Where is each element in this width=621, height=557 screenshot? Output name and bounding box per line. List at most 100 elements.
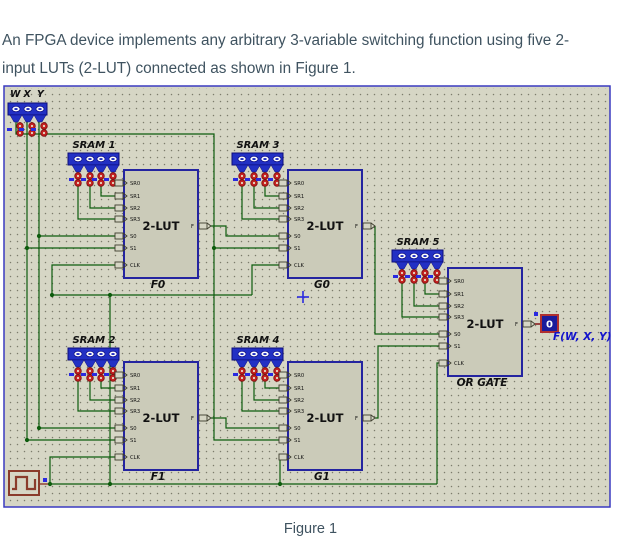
sram-strip-OR: SRAM 5 (391, 237, 444, 284)
arrow-icon (446, 302, 452, 310)
net-G1-out (375, 345, 440, 419)
sram-label: SRAM 3 (236, 140, 279, 151)
arrow-icon (286, 453, 292, 461)
arrow-icon (122, 261, 128, 269)
sram-strip-F1: SRAM 2 (67, 335, 120, 382)
pin-label: SR3 (454, 315, 464, 321)
pin-label: SR1 (130, 194, 140, 200)
pin-marker (81, 373, 86, 376)
input-terminal-S0 (278, 424, 288, 432)
input-terminal-SR3 (114, 407, 124, 415)
pin-label: SR2 (294, 206, 304, 212)
input-terminal-SR1 (114, 384, 124, 392)
output-terminal (522, 320, 532, 328)
sram-wire (241, 183, 280, 220)
pin-label: SR3 (294, 409, 304, 415)
arrow-icon (122, 453, 128, 461)
arrow-icon (286, 179, 292, 187)
arrow-icon (122, 204, 128, 212)
output-pin-label: F (191, 416, 194, 422)
pin-label: S1 (294, 438, 301, 444)
sram-wire (89, 378, 116, 401)
input-label-Y: Y (37, 89, 45, 100)
arrow-icon (122, 244, 128, 252)
input-terminal-S1 (278, 244, 288, 252)
arrow-icon (286, 436, 292, 444)
arrow-icon (286, 384, 292, 392)
input-terminal-SR0 (438, 277, 448, 285)
arrow-icon (286, 204, 292, 212)
sram-strip-G0: SRAM 3 (231, 140, 284, 187)
arrow-icon (370, 414, 376, 422)
sram-label: SRAM 4 (236, 335, 279, 346)
probe-value: 0 (546, 320, 553, 331)
pin-label: SR1 (130, 386, 140, 392)
pin-label: SR3 (294, 217, 304, 223)
sram-label: SRAM 5 (396, 237, 439, 248)
junction-dot (107, 481, 113, 487)
input-terminal-CLK (114, 261, 124, 269)
arrow-icon (286, 232, 292, 240)
pin-marker (268, 178, 273, 181)
pin-label: SR2 (294, 398, 304, 404)
input-label-X: X (23, 89, 32, 100)
arrow-icon (122, 407, 128, 415)
output-terminal (198, 414, 208, 422)
pin-marker (256, 373, 261, 376)
input-terminal-SR2 (278, 396, 288, 404)
pin-label: SR3 (130, 409, 140, 415)
pin-marker (69, 373, 74, 376)
output-terminal (362, 414, 372, 422)
wire-net (15, 122, 440, 487)
arrow-icon (370, 222, 376, 230)
input-terminal-S1 (114, 244, 124, 252)
arrow-icon (122, 384, 128, 392)
arrow-icon (286, 424, 292, 432)
input-terminal-SR1 (438, 290, 448, 298)
pin-marker (92, 373, 97, 376)
block-title: 2-LUT (467, 317, 504, 331)
arrow-icon (206, 222, 212, 230)
input-terminal-SR3 (278, 407, 288, 415)
pin-marker (268, 373, 273, 376)
pin-marker (81, 178, 86, 181)
wxy-strip (7, 102, 48, 137)
output-pin-label: F (515, 322, 518, 328)
net-W (15, 122, 280, 441)
input-terminal-S1 (114, 436, 124, 444)
input-terminal-SR0 (278, 371, 288, 379)
pin-label: SR1 (454, 292, 464, 298)
junction-dot (47, 481, 53, 487)
junction-dot (24, 437, 30, 443)
arrow-icon (122, 436, 128, 444)
arrow-icon (122, 424, 128, 432)
sram-wire (424, 280, 440, 295)
sram-wire (413, 280, 440, 307)
arrow-icon (122, 371, 128, 379)
net-G0-out (374, 226, 440, 335)
sram-wire (264, 183, 280, 197)
input-terminal-S0 (278, 232, 288, 240)
input-terminal-CLK (114, 453, 124, 461)
pin-label: SR1 (294, 386, 304, 392)
pin-marker (31, 128, 36, 131)
sram-wire (77, 378, 116, 412)
pin-label: SR2 (130, 398, 140, 404)
input-terminal-S0 (114, 232, 124, 240)
net-clk (49, 456, 116, 484)
input-terminal-SR0 (114, 179, 124, 187)
pin-marker (104, 178, 109, 181)
input-terminal-SR1 (278, 384, 288, 392)
input-terminal-S0 (438, 330, 448, 338)
pin-marker (245, 178, 250, 181)
sram-label: SRAM 2 (72, 335, 115, 346)
arrow-icon (446, 313, 452, 321)
pin-marker (69, 178, 74, 181)
pin-marker (233, 178, 238, 181)
block-name-label: G0 (314, 279, 330, 291)
pin-label: S0 (294, 426, 301, 432)
net-F1-out (211, 417, 280, 429)
input-terminal-SR2 (278, 204, 288, 212)
